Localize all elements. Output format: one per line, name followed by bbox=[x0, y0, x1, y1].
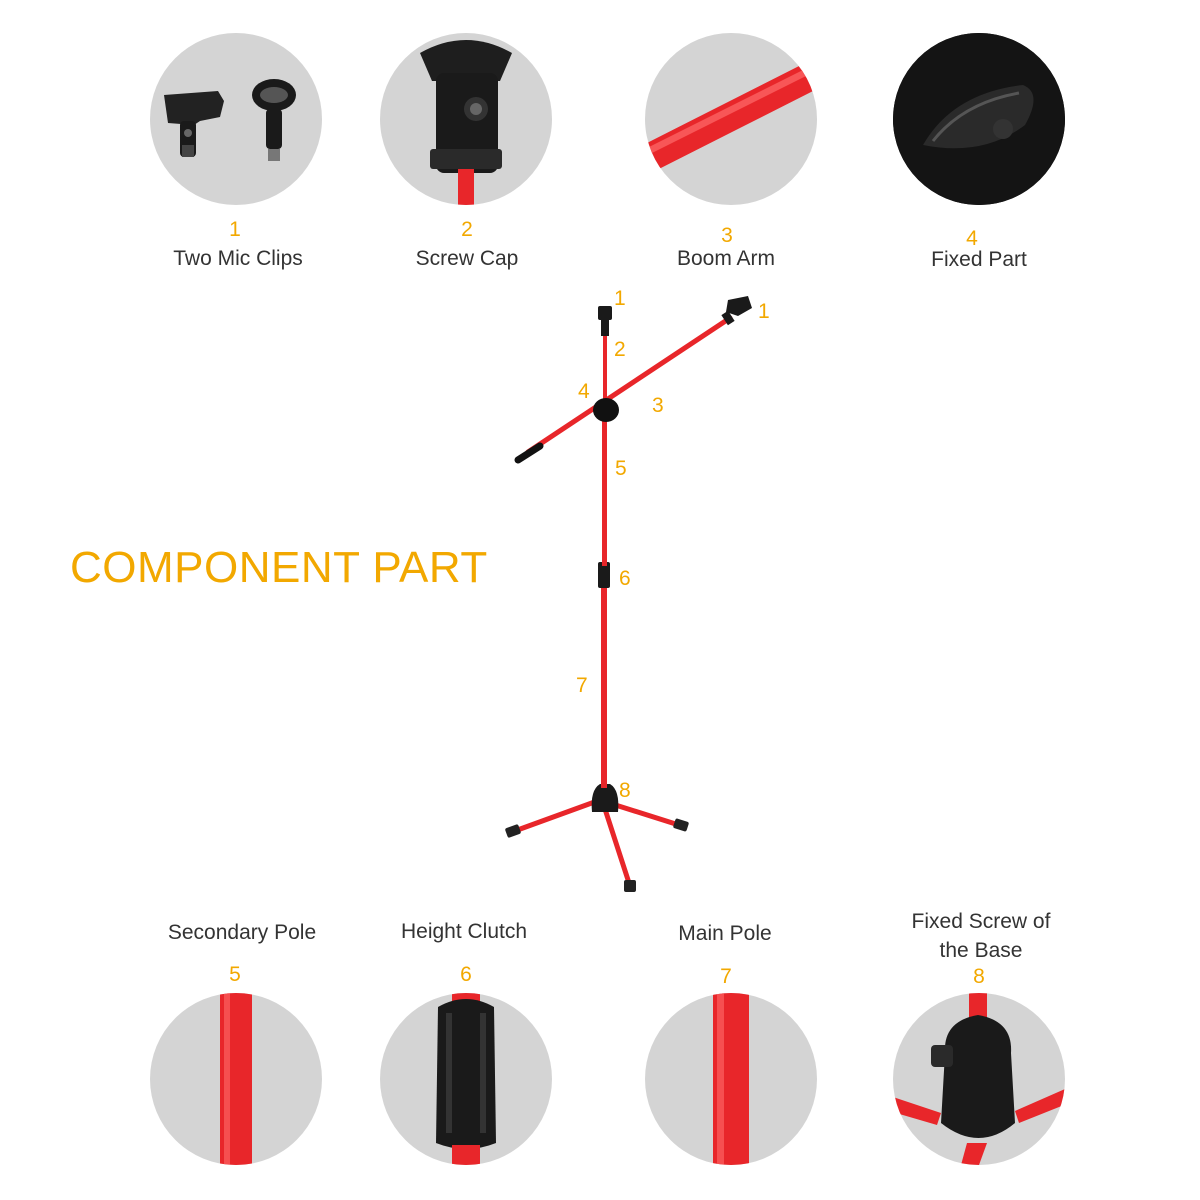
part-number-4: 4 bbox=[966, 227, 978, 250]
part-number-2: 2 bbox=[461, 218, 473, 241]
fixed-part-photo bbox=[893, 33, 1065, 205]
callout-2: 2 bbox=[614, 338, 626, 361]
callout-7: 7 bbox=[576, 674, 588, 697]
callout-1-top: 1 bbox=[614, 287, 626, 310]
part-label-fixed-part: Fixed Part bbox=[931, 248, 1027, 271]
part-label-secondary-pole: Secondary Pole bbox=[167, 921, 317, 944]
part-number-3: 3 bbox=[721, 224, 733, 247]
fixed-part-knob bbox=[593, 398, 619, 422]
callout-4: 4 bbox=[578, 380, 590, 403]
screw-cap-photo bbox=[380, 33, 552, 205]
height-clutch bbox=[598, 562, 610, 588]
mic-clips-photo bbox=[150, 33, 322, 205]
part-label-height-clutch: Height Clutch bbox=[400, 920, 528, 943]
callout-6: 6 bbox=[619, 567, 631, 590]
part-number-8: 8 bbox=[973, 965, 985, 988]
part-label-mic-clips: Two Mic Clips bbox=[173, 247, 303, 270]
base-hub bbox=[591, 784, 619, 812]
page-title: COMPONENT PART bbox=[70, 543, 488, 592]
base-screw-photo bbox=[893, 993, 1065, 1165]
callout-5: 5 bbox=[615, 457, 627, 480]
secondary-pole bbox=[602, 420, 607, 566]
callout-8: 8 bbox=[619, 779, 631, 802]
boom-counterweight bbox=[514, 442, 544, 464]
part-number-7: 7 bbox=[720, 965, 732, 988]
secondary-pole-photo bbox=[150, 993, 322, 1165]
part-label-main-pole: Main Pole bbox=[678, 922, 772, 945]
callout-1-boom: 1 bbox=[758, 300, 770, 323]
height-clutch-photo bbox=[380, 993, 552, 1165]
main-pole-photo bbox=[645, 993, 817, 1165]
part-label-screw-cap: Screw Cap bbox=[415, 247, 519, 270]
top-pole bbox=[603, 336, 607, 406]
main-pole bbox=[601, 584, 607, 788]
callout-3: 3 bbox=[652, 394, 664, 417]
part-number-1: 1 bbox=[229, 218, 241, 241]
boom-arm bbox=[525, 315, 733, 455]
part-number-6: 6 bbox=[460, 963, 472, 986]
part-label-boom-arm: Boom Arm bbox=[676, 247, 776, 270]
part-label-fixed-screw-base: Fixed Screw of the Base bbox=[911, 910, 1051, 962]
tripod-legs bbox=[509, 797, 685, 889]
boom-arm-photo bbox=[645, 33, 817, 205]
part-number-5: 5 bbox=[229, 963, 241, 986]
